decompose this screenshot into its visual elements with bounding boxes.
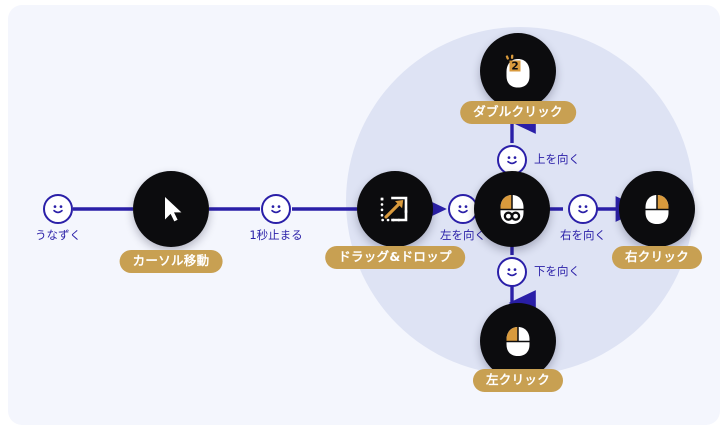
state-node-face-down[interactable] — [497, 257, 527, 287]
action-label-drag-and-drop: ドラッグ&ドロップ — [325, 246, 465, 270]
action-node-double-click[interactable]: 2 — [480, 33, 556, 109]
mouse-double-click-icon: 2 — [505, 54, 530, 88]
state-label-pause-one-second: 1秒止まる — [249, 228, 303, 242]
state-label-face-right: 右を向く — [560, 228, 606, 242]
action-node-drag-and-drop[interactable] — [357, 171, 433, 247]
smiley-face-icon — [578, 205, 588, 214]
smiley-face-icon — [271, 205, 281, 214]
action-node-right-click[interactable] — [619, 171, 695, 247]
cursor-arrow-icon — [165, 197, 182, 222]
double-click-badge-number: 2 — [511, 61, 518, 73]
smiley-face-icon — [53, 205, 63, 214]
state-label-nod: うなずく — [35, 228, 81, 242]
state-label-face-left: 左を向く — [440, 228, 486, 242]
state-node-face-right[interactable] — [568, 194, 598, 224]
mouse-left-button-icon — [506, 327, 530, 356]
action-label-cursor-move: カーソル移動 — [119, 250, 223, 274]
action-label-double-click: ダブルクリック — [460, 101, 576, 125]
state-label-face-down: 下を向く — [534, 264, 580, 278]
mouse-right-button-icon — [645, 195, 669, 224]
action-label-right-click: 右クリック — [611, 246, 703, 270]
smiley-face-icon — [507, 268, 517, 277]
diagram-canvas: うなずく 1秒止まる 左を向く 右を向く 上を向く — [8, 5, 720, 425]
action-label-left-click: 左クリック — [472, 369, 564, 393]
smiley-face-icon — [507, 156, 517, 165]
action-node-cursor-move[interactable] — [133, 171, 209, 247]
smiley-face-icon — [458, 205, 468, 214]
action-node-hub[interactable] — [474, 171, 550, 247]
action-node-left-click[interactable] — [480, 303, 556, 379]
drag-drop-icon — [380, 196, 408, 222]
mouse-infinity-icon — [500, 195, 524, 224]
state-node-pause-one-second[interactable] — [261, 194, 291, 224]
state-node-nod[interactable] — [43, 194, 73, 224]
state-label-face-up: 上を向く — [534, 152, 580, 166]
